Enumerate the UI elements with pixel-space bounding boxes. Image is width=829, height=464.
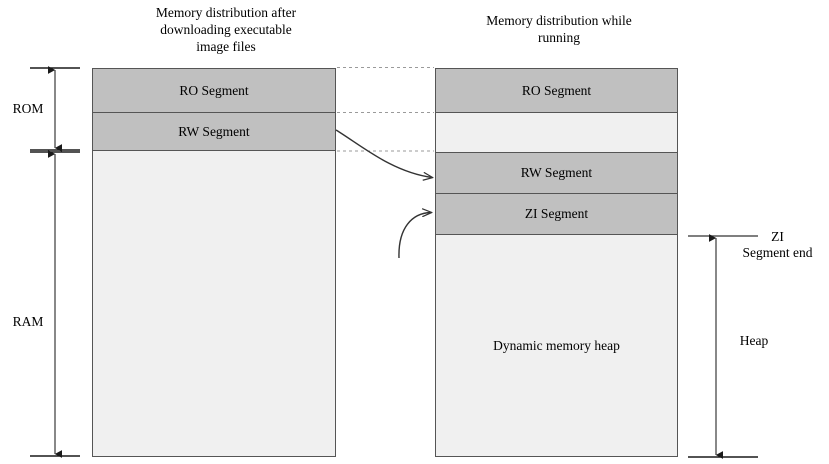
heap-bracket-label: Heap (739, 333, 769, 348)
left-ro-segment: RO Segment (92, 68, 336, 113)
right-ro-segment: RO Segment (435, 68, 678, 113)
ram-bracket (30, 150, 80, 458)
rw-relocation-arrow (335, 129, 432, 178)
right-rw-segment-label: RW Segment (520, 165, 593, 180)
right-zi-segment: ZI Segment (435, 193, 678, 235)
left-free-ram-area (92, 150, 336, 457)
right-rw-segment: RW Segment (435, 152, 678, 194)
rom-bracket-label: ROM (12, 101, 44, 116)
ram-bracket-label: RAM (12, 314, 44, 329)
left-rw-segment-label: RW Segment (178, 123, 250, 139)
right-diagram-title: Memory distribution while running (486, 13, 632, 45)
zi-segment-end-label: ZI Segment end (742, 229, 813, 260)
right-reserved-gap (435, 112, 678, 153)
left-diagram-title: Memory distribution after downloading ex… (155, 5, 297, 54)
left-rw-segment: RW Segment (92, 112, 336, 151)
right-zi-segment-label: ZI Segment (524, 206, 589, 221)
right-ro-segment-label: RO Segment (521, 82, 592, 98)
right-dynamic-heap: Dynamic memory heap (435, 234, 678, 457)
zi-creation-arrow (398, 213, 431, 259)
left-ro-segment-label: RO Segment (179, 82, 249, 98)
connector-guides (337, 66, 434, 152)
right-dynamic-heap-label: Dynamic memory heap (493, 337, 620, 353)
